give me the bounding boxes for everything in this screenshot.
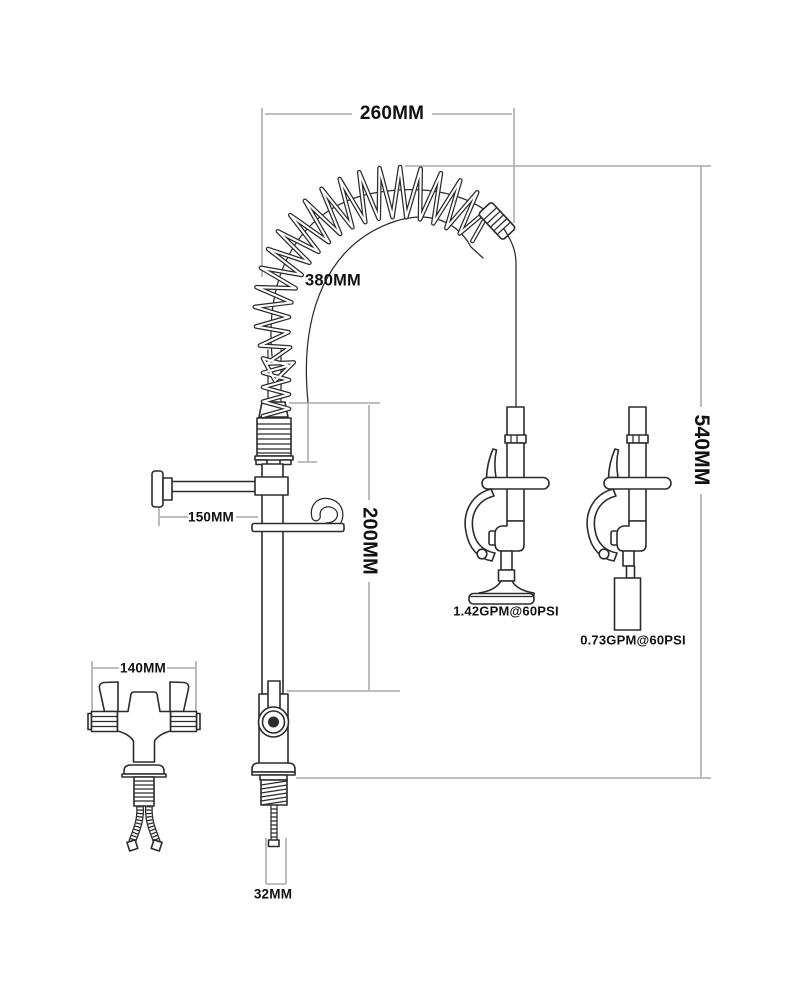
spray-head-2 [586, 406, 672, 631]
valve-port [268, 716, 279, 728]
dimension-label-hose-length: 380MM [304, 271, 362, 290]
right-handle [169, 681, 190, 713]
hook-hanger [251, 497, 345, 533]
left-handle [98, 681, 119, 713]
coil-spring-highlight [253, 165, 494, 418]
dimension-lines [91, 108, 711, 885]
hose-inner-edge [305, 216, 484, 403]
spray-hose-drop [503, 228, 517, 408]
riser-column [151, 463, 345, 848]
flow-rating-nozzle: 0.73GPM@60PSI [580, 632, 686, 648]
dimension-label-handle-width: 140MM [119, 660, 167, 676]
dimension-label-overall-height: 540MM [690, 414, 713, 486]
dimension-label-bracket-reach: 150MM [187, 509, 235, 525]
deck-flange-shank [251, 762, 296, 848]
faucet-body [116, 691, 172, 763]
spray-head-1 [464, 406, 550, 605]
supply-hoses [126, 805, 163, 852]
dimension-label-riser-height: 200MM [358, 507, 381, 575]
flow-rating-spray-head: 1.42GPM@60PSI [453, 603, 559, 619]
wall-bracket [151, 470, 289, 508]
spring-hose-assembly [252, 164, 517, 466]
nozzle-cylinder [613, 577, 642, 631]
dimension-label-top-width: 260MM [359, 103, 425, 124]
riser-pipe [261, 463, 284, 695]
valve-body [257, 680, 290, 765]
dimension-label-shank-size: 32MM [253, 886, 293, 902]
hose-ferrule [478, 202, 516, 240]
mixing-faucet-detail [87, 681, 201, 852]
spring-coupling [254, 417, 294, 466]
